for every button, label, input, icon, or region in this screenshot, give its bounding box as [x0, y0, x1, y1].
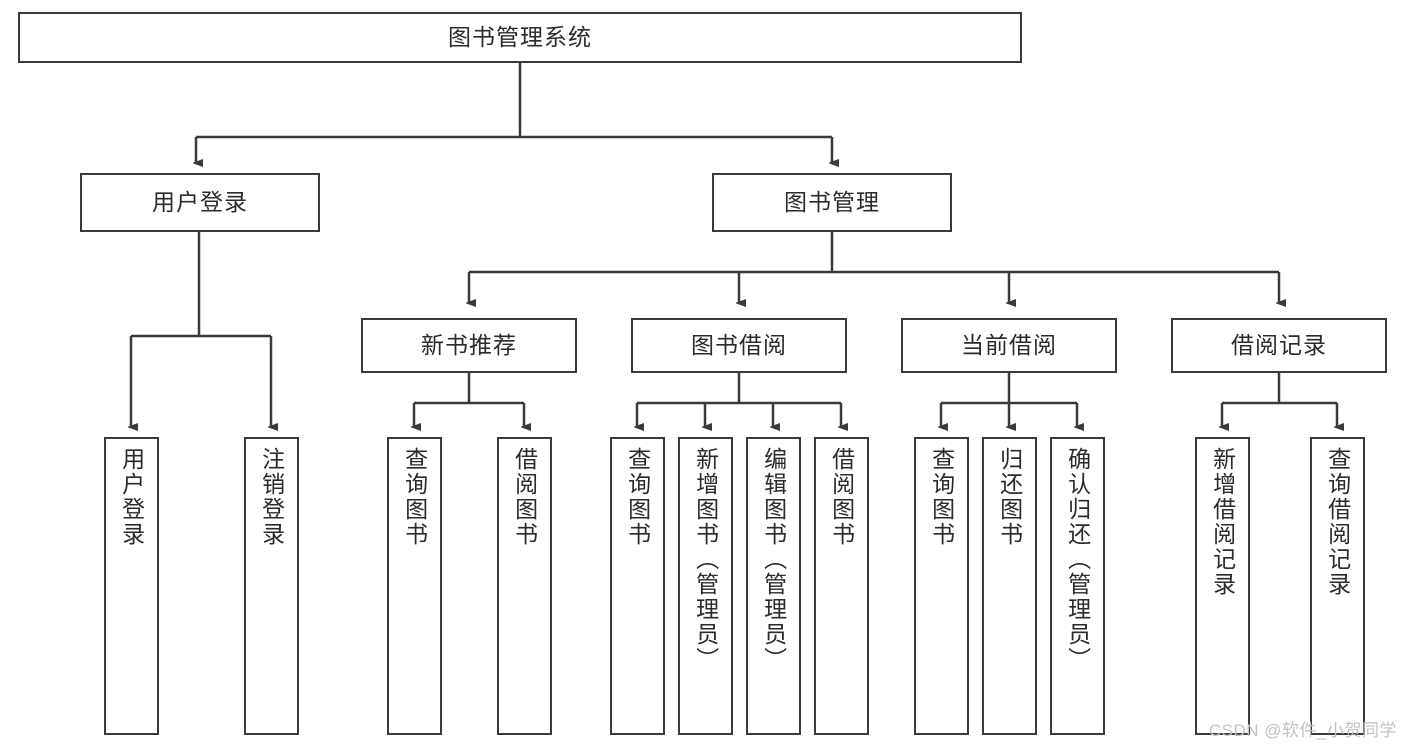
node-new-book-recommend[interactable]: 新书推荐	[361, 318, 577, 373]
node-user-login-label: 用户登录	[152, 189, 248, 216]
node-current-borrow-label: 当前借阅	[961, 332, 1057, 359]
node-root[interactable]: 图书管理系统	[18, 12, 1022, 63]
leaf-records-add-record-label: 新增借阅记录	[1209, 447, 1236, 597]
leaf-newbook-query-books[interactable]: 查询图书	[387, 437, 442, 735]
leaf-borrow-edit-book-admin-label: 编辑图书（管理员）	[760, 447, 787, 672]
leaf-borrow-add-book-admin-label: 新增图书（管理员）	[692, 447, 719, 672]
leaf-current-query-books-label: 查询图书	[928, 447, 955, 547]
leaf-current-query-books[interactable]: 查询图书	[914, 437, 969, 735]
watermark: CSDN @软件_小贺同学	[1208, 721, 1397, 740]
leaf-newbook-borrow-books-label: 借阅图书	[511, 447, 538, 547]
leaf-borrow-add-book-admin[interactable]: 新增图书（管理员）	[678, 437, 733, 735]
leaf-borrow-query-books[interactable]: 查询图书	[610, 437, 665, 735]
node-book-borrow[interactable]: 图书借阅	[631, 318, 847, 373]
leaf-current-return-books[interactable]: 归还图书	[982, 437, 1037, 735]
leaf-newbook-query-books-label: 查询图书	[401, 447, 428, 547]
node-borrow-records-label: 借阅记录	[1231, 332, 1327, 359]
leaf-newbook-borrow-books[interactable]: 借阅图书	[497, 437, 552, 735]
node-current-borrow[interactable]: 当前借阅	[901, 318, 1117, 373]
leaf-borrow-borrow-books-label: 借阅图书	[828, 447, 855, 547]
leaf-records-add-record[interactable]: 新增借阅记录	[1195, 437, 1250, 735]
node-new-book-recommend-label: 新书推荐	[421, 332, 517, 359]
node-book-management-label: 图书管理	[784, 189, 880, 216]
leaf-current-confirm-return-admin[interactable]: 确认归还（管理员）	[1050, 437, 1105, 735]
leaf-borrow-edit-book-admin[interactable]: 编辑图书（管理员）	[746, 437, 801, 735]
node-root-label: 图书管理系统	[448, 24, 592, 51]
leaf-user-login-label: 用户登录	[118, 447, 145, 547]
node-borrow-records[interactable]: 借阅记录	[1171, 318, 1387, 373]
leaf-logout[interactable]: 注销登录	[244, 437, 299, 735]
leaf-logout-label: 注销登录	[258, 447, 285, 547]
leaf-current-confirm-return-admin-label: 确认归还（管理员）	[1064, 447, 1091, 672]
node-book-borrow-label: 图书借阅	[691, 332, 787, 359]
leaf-records-query-record-label: 查询借阅记录	[1324, 447, 1351, 597]
leaf-borrow-borrow-books[interactable]: 借阅图书	[814, 437, 869, 735]
leaf-borrow-query-books-label: 查询图书	[624, 447, 651, 547]
node-book-management[interactable]: 图书管理	[712, 173, 952, 232]
leaf-user-login[interactable]: 用户登录	[104, 437, 159, 735]
node-user-login[interactable]: 用户登录	[80, 173, 320, 232]
leaf-records-query-record[interactable]: 查询借阅记录	[1310, 437, 1365, 735]
leaf-current-return-books-label: 归还图书	[996, 447, 1023, 547]
